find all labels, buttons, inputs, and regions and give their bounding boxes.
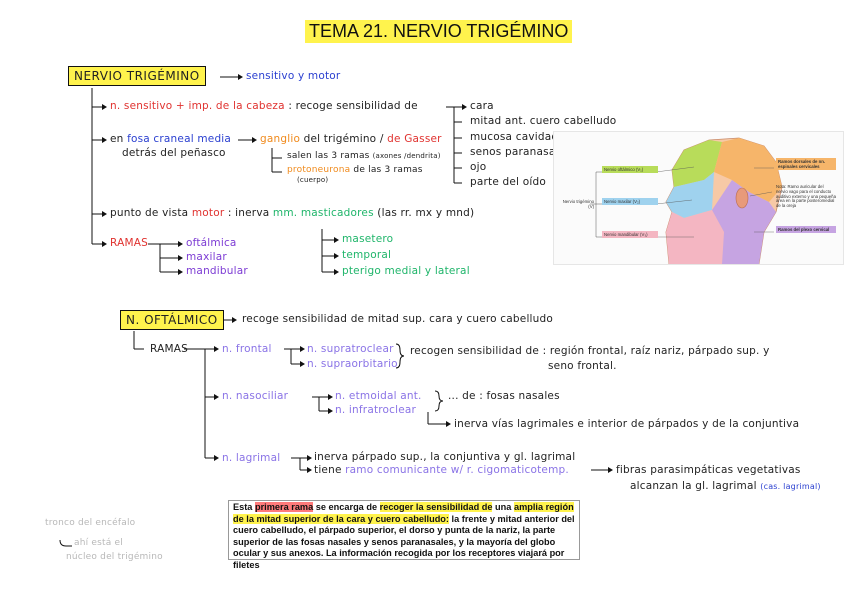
n-oftalmico-box: N. OFTÁLMICO — [120, 310, 224, 330]
en-text: en — [110, 133, 124, 145]
musculo-item: temporal — [342, 249, 392, 261]
note-s3: se encarga de — [315, 502, 378, 512]
nervio-tipo: sensitivo y motor — [246, 70, 341, 82]
frontal-label: n. frontal — [222, 343, 272, 355]
note-s1: Esta — [233, 502, 253, 512]
nasociliar-de: ... de : fosas nasales — [448, 390, 560, 402]
alcanzan-line: alcanzan la gl. lagrimal (cas. lagrimal) — [630, 480, 821, 492]
alcanzan-text: alcanzan la gl. lagrimal — [630, 480, 757, 492]
musculo-item: pterigo medial y lateral — [342, 265, 470, 277]
nasociliar-inerva: inerva vías lagrimales e interior de pár… — [454, 418, 800, 430]
mm-masticadores-text: mm. masticadores — [272, 207, 374, 219]
plexo-region — [712, 180, 776, 264]
margin-note-3: núcleo del trigémino — [66, 552, 163, 562]
nervio-trigemino-box: NERVIO TRIGÉMINO — [68, 66, 206, 86]
mandibular-region — [666, 210, 724, 264]
tiene-text: tiene — [314, 464, 342, 476]
nasociliar-label: n. nasociliar — [222, 390, 289, 402]
maxilar-region — [666, 172, 714, 218]
frontal-recogen: recogen sensibilidad de : región frontal… — [410, 345, 770, 357]
salen-line: salen las 3 ramas (axones /dendrita) — [287, 151, 441, 161]
inerva-text: : inerva — [227, 207, 270, 219]
lagrimal-line1: inerva párpado sup., la conjuntiva y gl.… — [314, 451, 576, 463]
note-s7: la frente y mitad anterior del cuero cab… — [233, 513, 575, 570]
de-las-ramas-text: de las 3 ramas — [353, 165, 423, 175]
branch-sensitivo: n. sensitivo + imp. de la cabeza : recog… — [110, 100, 418, 112]
supratroclear-label: n. supratroclear — [307, 343, 394, 355]
figure-label-trigemino: Nervio trigémino (V) — [562, 199, 594, 209]
recoge-item: parte del oído — [470, 176, 546, 188]
cuerpo-text: (cuerpo) — [297, 176, 329, 184]
ganglio-text: ganglio — [260, 133, 301, 145]
recoge-item: ojo — [470, 161, 487, 173]
fosa-text: fosa craneal media — [127, 133, 232, 145]
sensitivo-text: n. sensitivo + imp. de la cabeza — [110, 100, 285, 112]
ramo-comunicante-text: ramo comunicante w/ r. cigomaticotemp. — [345, 464, 569, 476]
oftalmico-ramas-label: RAMAS — [150, 343, 188, 355]
salen-note: (axones /dendrita) — [372, 152, 441, 160]
frontal-recogen-2: seno frontal. — [548, 360, 617, 372]
supraorbitario-label: n. supraorbitario — [307, 358, 398, 370]
margin-note-2: ahí está el — [74, 538, 123, 548]
oftalmico-region — [672, 140, 722, 187]
rama-item: mandibular — [186, 265, 248, 277]
etmoidal-label: n. etmoidal ant. — [335, 390, 422, 402]
detras-text: detrás del peñasco — [122, 147, 226, 159]
margin-note-1: tronco del encéfalo — [45, 518, 136, 528]
ramas-label: RAMAS — [110, 237, 148, 249]
lagrimal-line2: tiene ramo comunicante w/ r. cigomaticot… — [314, 464, 569, 476]
infratroclear-label: n. infratroclear — [335, 404, 417, 416]
figure-label-maxilar: Nervio maxilar (V₂) — [602, 198, 658, 205]
las-rr-text: (las rr. mx y mnd) — [377, 207, 475, 219]
salen-text: salen las 3 ramas — [287, 151, 370, 161]
recoge-text: : recoge sensibilidad de — [288, 100, 418, 112]
motor-text: motor — [191, 207, 225, 219]
branch-motor: punto de vista motor : inerva mm. mastic… — [110, 207, 474, 219]
punto-vista-text: punto de vista — [110, 207, 189, 219]
trigeminal-dermatome-figure: Nervio trigémino (V) Nervio oftálmico (V… — [553, 131, 844, 265]
rama-item: maxilar — [186, 251, 227, 263]
page-title: TEMA 21. NERVIO TRIGÉMINO — [305, 20, 573, 43]
lagrimal-label: n. lagrimal — [222, 452, 281, 464]
textbook-excerpt: Esta primera rama se encarga de recoger … — [228, 500, 580, 570]
recoge-item: cara — [470, 100, 494, 112]
gasser-text: de Gasser — [387, 133, 442, 145]
head-illustration — [590, 137, 783, 265]
dorsales-region — [714, 138, 782, 202]
note-recoger: recoger la sensibilidad de — [379, 502, 493, 512]
ear — [735, 187, 749, 209]
figure-label-dorsales: Ramos dorsales de nn. espinales cervical… — [776, 158, 836, 170]
figure-label-mandibular: Nervio mandibular (V₃) — [602, 231, 658, 238]
proto-line: protoneurona de las 3 ramas — [287, 165, 423, 175]
musculo-item: masetero — [342, 233, 394, 245]
fibras-text: fibras parasimpáticas vegetativas — [616, 464, 801, 476]
note-s5: una — [495, 502, 512, 512]
note-primera-rama: primera rama — [254, 502, 314, 512]
recoge-item: senos paranasales — [470, 146, 571, 158]
rama-item: oftálmica — [186, 237, 237, 249]
figure-label-auricular: Nota: Ramo auricular del nervio vago par… — [776, 184, 836, 209]
figure-label-plexo: Ramos del plexo cervical — [776, 226, 836, 233]
cas-lagrimal-text: (cas. lagrimal) — [760, 482, 821, 491]
branch-fosa: en fosa craneal media — [110, 133, 231, 145]
protoneurona-text: protoneurona — [287, 165, 351, 175]
del-trigemino-text: del trigémino / — [303, 133, 384, 145]
oftalmico-recoge: recoge sensibilidad de mitad sup. cara y… — [242, 313, 554, 325]
figure-label-oftalmico: Nervio oftálmico (V₁) — [602, 166, 658, 173]
recoge-item: mitad ant. cuero cabelludo — [470, 115, 617, 127]
ganglio-line: ganglio del trigémino / de Gasser — [260, 133, 442, 145]
